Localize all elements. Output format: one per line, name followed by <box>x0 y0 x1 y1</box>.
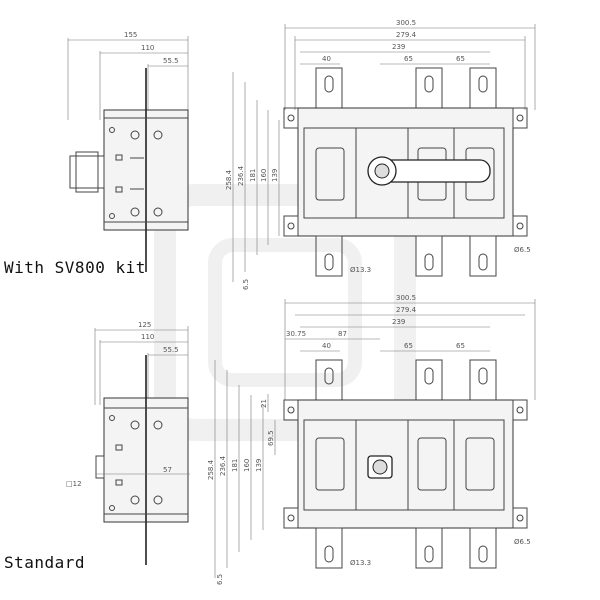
dim-front-65c: 65 <box>404 342 413 350</box>
dim-hole-small-b: Ø6.5 <box>514 538 531 546</box>
dim-h-6-5b: 6.5 <box>216 574 224 585</box>
dim-front-300-5: 300.5 <box>396 19 416 27</box>
dim-hole-large: Ø13.3 <box>350 266 371 274</box>
dim-front-300-5b: 300.5 <box>396 294 416 302</box>
dim-h-258-4: 258.4 <box>225 169 233 190</box>
top-front-view: 300.5 279.4 239 40 65 65 258.4 236.4 181… <box>225 19 536 290</box>
dim-hole-small: Ø6.5 <box>514 246 531 254</box>
bottom-side-view: 125 110 55.5 57 □12 <box>66 321 190 565</box>
dim-front-30-75: 30.75 <box>286 330 306 338</box>
dim-side-55-5: 55.5 <box>163 57 179 65</box>
dim-front-40: 40 <box>322 55 331 63</box>
dim-side-sq12: □12 <box>66 480 82 488</box>
dim-h-139b: 139 <box>255 459 263 472</box>
top-side-view: 155 110 55.5 <box>67 31 189 272</box>
dim-h-236-4b: 236.4 <box>219 455 227 476</box>
dim-front-65d: 65 <box>456 342 465 350</box>
dim-side-110b: 110 <box>141 333 154 341</box>
dim-side-155: 155 <box>124 31 137 39</box>
dim-front-279-4b: 279.4 <box>396 306 417 314</box>
dim-front-239b: 239 <box>392 318 405 326</box>
dim-h-181b: 181 <box>231 459 239 472</box>
dim-h-160b: 160 <box>243 459 251 472</box>
dim-side-57: 57 <box>163 466 172 474</box>
dim-front-65b: 65 <box>456 55 465 63</box>
dim-h-6-5: 6.5 <box>242 279 250 290</box>
dim-hole-large-b: Ø13.3 <box>350 559 371 567</box>
dim-front-87: 87 <box>338 330 347 338</box>
dim-side-125: 125 <box>138 321 151 329</box>
dim-front-239: 239 <box>392 43 405 51</box>
bottom-front-view: 300.5 279.4 239 30.75 87 40 65 65 258.4 … <box>207 294 536 585</box>
dim-h-69-5: 69.5 <box>267 430 275 446</box>
dim-h-181: 181 <box>249 169 257 182</box>
dim-front-65a: 65 <box>404 55 413 63</box>
dim-h-258-4b: 258.4 <box>207 459 215 480</box>
dim-front-279-4: 279.4 <box>396 31 417 39</box>
dim-side-110: 110 <box>141 44 154 52</box>
dim-front-40b: 40 <box>322 342 331 350</box>
caption-with-sv800-kit: With SV800 kit <box>4 258 146 277</box>
dim-h-21: 21 <box>260 399 268 408</box>
dim-h-139: 139 <box>271 169 279 182</box>
caption-standard: Standard <box>4 553 86 572</box>
dim-h-236-4: 236.4 <box>237 165 245 186</box>
dim-h-160: 160 <box>260 169 268 182</box>
dim-side-55-5b: 55.5 <box>163 346 179 354</box>
